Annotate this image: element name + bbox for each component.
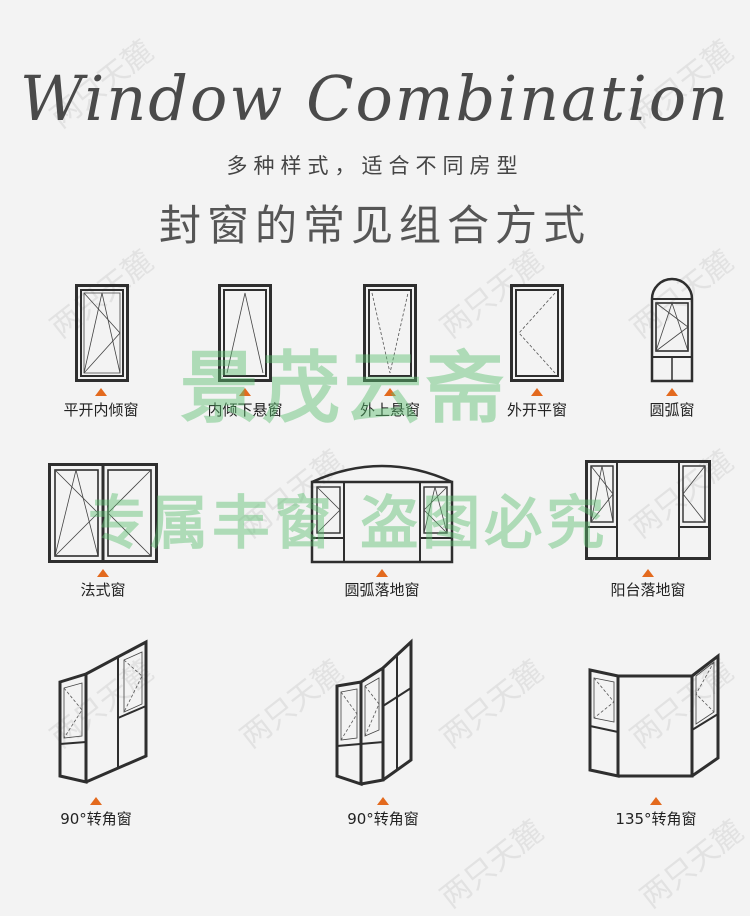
watermark: 两只天麓 [434, 654, 551, 756]
casement-tilt-window-icon [75, 284, 129, 382]
accent-triangle [642, 569, 654, 577]
accent-triangle [650, 797, 662, 805]
label-arched: 圆弧窗 [649, 401, 695, 419]
label-top-hung: 外上悬窗 [359, 401, 420, 419]
brand-overlay-line2: 专属丰窗 盗图必究 [88, 489, 609, 557]
watermark: 两只天麓 [234, 654, 351, 756]
top-hung-window-icon [363, 284, 417, 382]
accent-triangle [239, 388, 251, 396]
accent-triangle [95, 388, 107, 396]
arched-floor-window-icon [310, 464, 454, 564]
corner-window-90-icon [335, 638, 413, 787]
accent-triangle [97, 569, 109, 577]
subtitle: 多种样式，适合不同房型 [226, 154, 524, 178]
label-arched-floor: 圆弧落地窗 [344, 581, 420, 599]
label-corner-135: 135°转角窗 [615, 810, 697, 828]
brand-overlay-text: 景茂云斋 [180, 344, 509, 434]
outward-casement-window-icon [510, 284, 564, 382]
label-french: 法式窗 [80, 581, 126, 599]
accent-triangle [90, 797, 102, 805]
label-tilt-bottom-hung: 内倾下悬窗 [207, 401, 283, 419]
accent-triangle [531, 388, 543, 396]
label-balcony-floor: 阳台落地窗 [610, 581, 686, 599]
page-heading: 封窗的常见组合方式 [158, 201, 591, 250]
tilt-bottom-hung-window-icon [218, 284, 272, 382]
label-corner-90-a: 90°转角窗 [60, 810, 132, 828]
french-window-icon [48, 463, 158, 563]
label-casement-tilt: 平开内倾窗 [63, 401, 139, 419]
label-corner-90-b: 90°转角窗 [347, 810, 419, 828]
accent-triangle [377, 797, 389, 805]
accent-triangle [666, 388, 678, 396]
accent-triangle [376, 569, 388, 577]
accent-triangle [384, 388, 396, 396]
corner-window-135-icon [588, 652, 720, 778]
label-outward-casement: 外开平窗 [506, 401, 567, 419]
script-title: Window Combination [19, 62, 731, 135]
corner-window-90-icon [58, 639, 148, 784]
arched-window-icon [650, 277, 694, 383]
balcony-floor-window-icon [585, 460, 711, 560]
